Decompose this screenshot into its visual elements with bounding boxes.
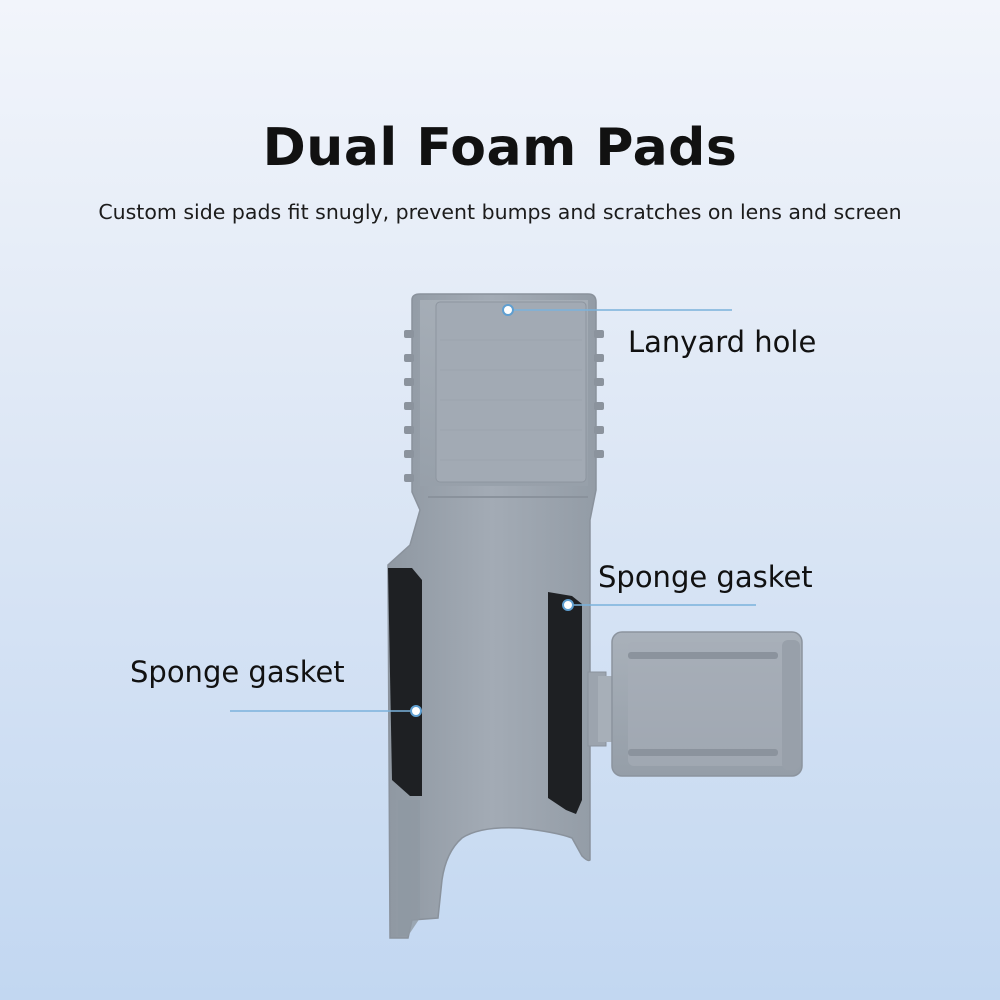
callout-sponge-left-line bbox=[230, 705, 422, 717]
callout-sponge-right-line bbox=[562, 599, 756, 611]
lanyard-hole-label: Lanyard hole bbox=[628, 325, 817, 359]
left-foam-pad bbox=[388, 568, 422, 796]
callout-lanyard-line bbox=[502, 304, 732, 316]
case-body bbox=[387, 293, 604, 939]
page-subtitle: Custom side pads fit snugly, prevent bum… bbox=[98, 200, 902, 224]
sponge-gasket-left-label: Sponge gasket bbox=[130, 655, 345, 689]
right-foam-pad bbox=[548, 592, 582, 814]
page-title: Dual Foam Pads bbox=[262, 118, 738, 178]
side-mount bbox=[587, 631, 803, 777]
sponge-gasket-right-label: Sponge gasket bbox=[598, 560, 813, 594]
